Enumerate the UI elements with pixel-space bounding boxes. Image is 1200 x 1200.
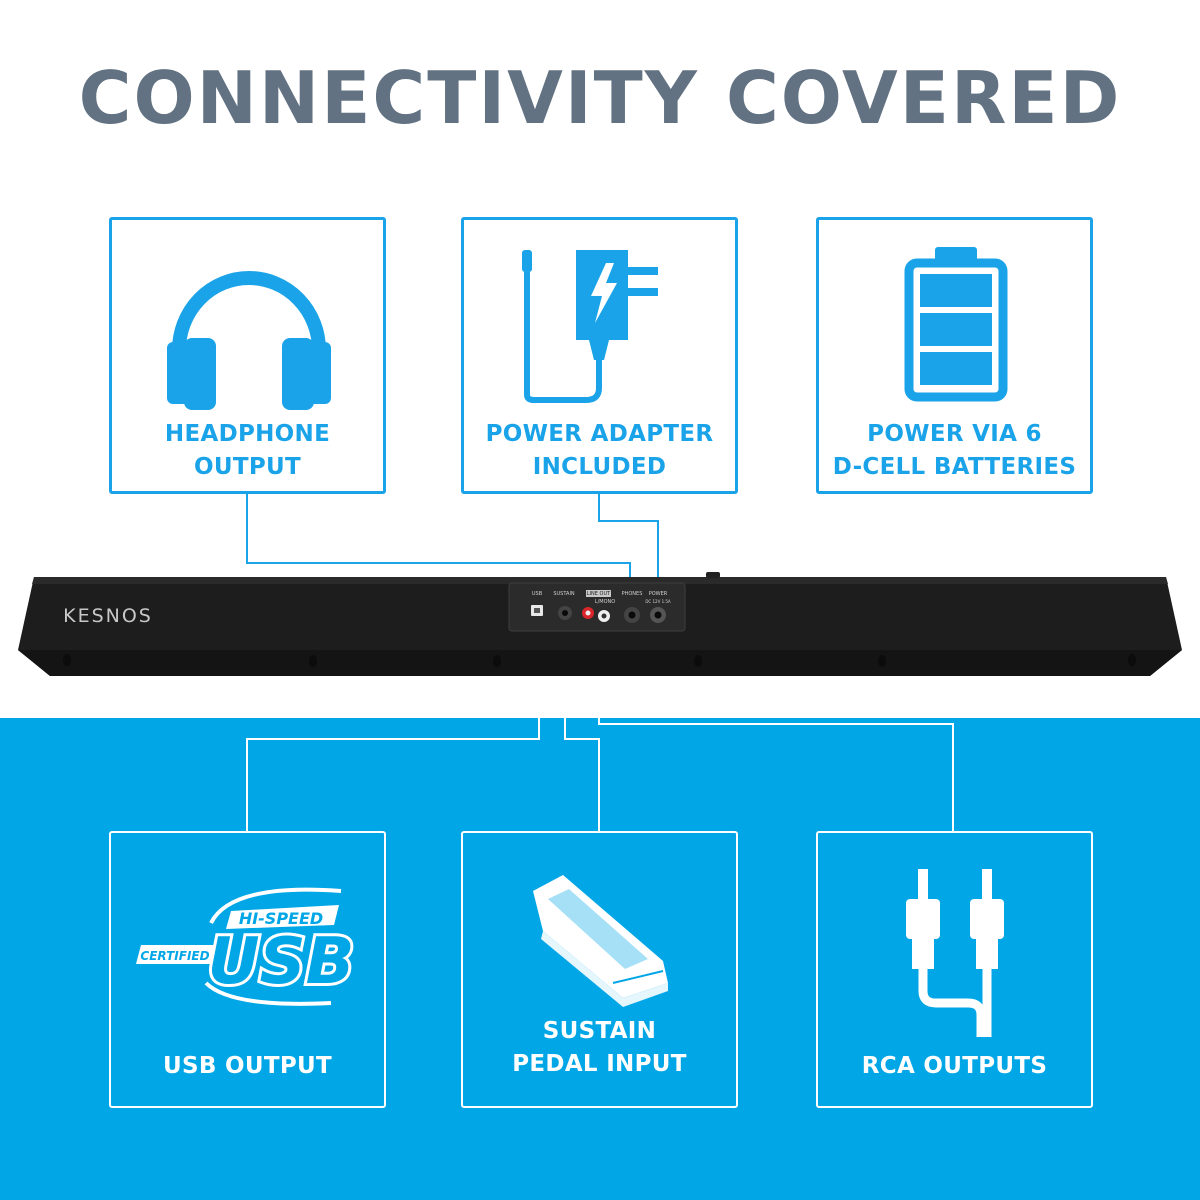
headphones-icon [167, 271, 331, 410]
usb-logo-main: USB [208, 925, 355, 999]
power-adapter-card: POWER ADAPTER INCLUDED [461, 217, 738, 494]
power-connector-line [598, 494, 659, 583]
sustain-connector-line [564, 636, 600, 831]
rca-outputs-card: RCA OUTPUTS [816, 831, 1093, 1108]
headphone-output-card: HEADPHONE OUTPUT [109, 217, 386, 494]
battery-power-card: POWER VIA 6 D-CELL BATTERIES [816, 217, 1093, 494]
mono-label: L/MONO [595, 599, 615, 605]
power-adapter-icon [522, 250, 658, 403]
rca-plugs-icon [906, 869, 1004, 1037]
power-port-label: POWER [649, 591, 668, 597]
sustain-port-label: SUSTAIN [553, 591, 575, 597]
page-title: CONNECTIVITY COVERED [78, 56, 1122, 140]
rca-outputs-caption: RCA OUTPUTS [861, 1053, 1048, 1079]
headphone-output-caption: HEADPHONE OUTPUT [164, 421, 331, 480]
battery-icon [904, 247, 1008, 402]
sustain-pedal-card: SUSTAIN PEDAL INPUT [461, 831, 738, 1108]
usb-logo-icon: HI-SPEED CERTIFIED USB USB [136, 887, 357, 1006]
svg-text:USB: USB [208, 925, 355, 999]
phones-port-label: PHONES [622, 591, 643, 597]
usb-logo-certified: CERTIFIED [140, 949, 209, 963]
usb-connector-line [246, 636, 540, 831]
battery-power-caption: POWER VIA 6 D-CELL BATTERIES [832, 421, 1077, 480]
usb-logo-hispeed: HI-SPEED [239, 909, 323, 928]
power-adapter-caption: POWER ADAPTER INCLUDED [485, 421, 714, 480]
port-panel [508, 582, 686, 632]
sustain-pedal-caption: SUSTAIN PEDAL INPUT [512, 1018, 687, 1077]
keyboard-brand: KESNOS [63, 605, 153, 627]
sustain-pedal-icon [533, 875, 668, 1007]
usb-port-label: USB [532, 591, 543, 597]
line-out-label: LINE OUT [587, 591, 611, 597]
headphone-connector-line [246, 494, 631, 583]
usb-output-caption: USB OUTPUT [163, 1053, 332, 1079]
power-spec-label: DC 12V 1.5A [645, 599, 671, 604]
usb-output-card: HI-SPEED CERTIFIED USB USB USB OUTPUT [109, 831, 386, 1108]
rca-connector-line [598, 632, 954, 831]
